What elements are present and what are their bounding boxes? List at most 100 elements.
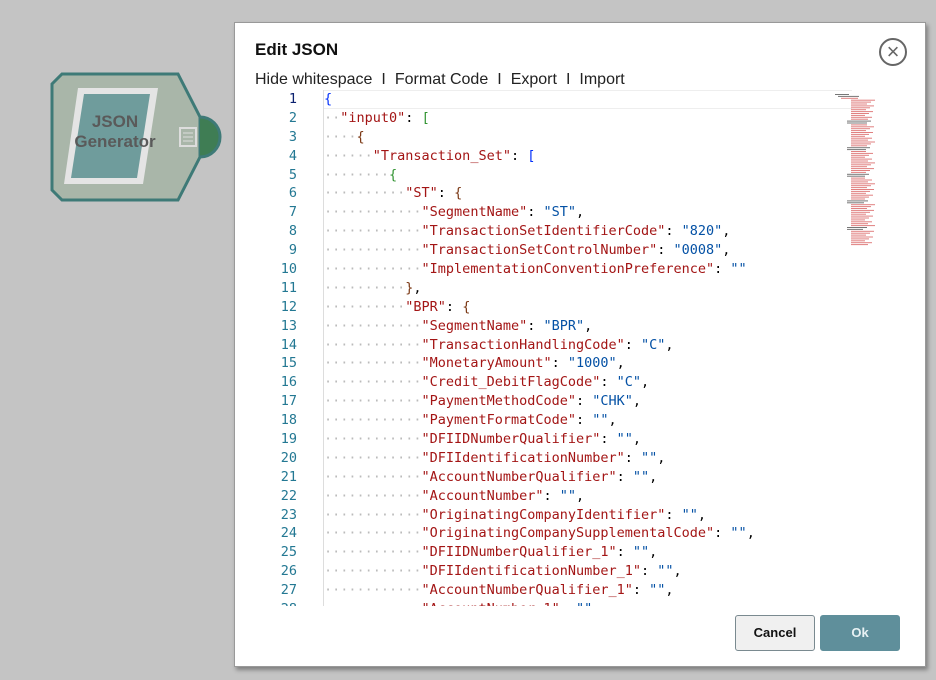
code-line[interactable]: ············"TransactionSetIdentifierCod… bbox=[324, 222, 852, 241]
code-line[interactable]: ········{ bbox=[324, 166, 852, 185]
code-line[interactable]: ······"Transaction_Set": [ bbox=[324, 147, 852, 166]
code-line[interactable]: ············"ImplementationConventionPre… bbox=[324, 260, 852, 279]
minimap-line bbox=[847, 122, 867, 124]
code-line[interactable]: ············"AccountNumberQualifier_1": … bbox=[324, 581, 852, 600]
json-punctuation: , bbox=[576, 487, 585, 504]
line-number: 1 bbox=[288, 91, 297, 107]
cancel-button[interactable]: Cancel bbox=[735, 615, 815, 651]
json-string: "" bbox=[592, 412, 609, 429]
code-line[interactable]: ············"OriginatingCompanyIdentifie… bbox=[324, 506, 852, 525]
hide-whitespace-link[interactable]: Hide whitespace bbox=[255, 71, 373, 88]
line-number: 12 bbox=[280, 298, 297, 315]
minimap[interactable] bbox=[829, 90, 885, 250]
code-line[interactable]: ············"TransactionHandlingCode": "… bbox=[324, 336, 852, 355]
json-punctuation: , bbox=[649, 544, 658, 561]
format-code-link[interactable]: Format Code bbox=[394, 71, 489, 88]
whitespace-marker: ········ bbox=[324, 166, 390, 183]
line-number: 26 bbox=[280, 563, 297, 580]
code-line[interactable]: ············"PaymentFormatCode": "", bbox=[324, 411, 852, 430]
json-punctuation: , bbox=[632, 431, 642, 448]
whitespace-marker: ······ bbox=[324, 147, 373, 164]
json-punctuation: : bbox=[560, 601, 576, 606]
whitespace-marker: ·········· bbox=[324, 279, 406, 296]
minimap-line bbox=[851, 211, 870, 213]
export-link[interactable]: Export bbox=[510, 71, 557, 88]
code-line[interactable]: ············"AccountNumberQualifier": ""… bbox=[324, 468, 852, 487]
line-number: 24 bbox=[280, 525, 297, 542]
close-icon[interactable]: × bbox=[879, 38, 907, 66]
minimap-line bbox=[847, 202, 864, 204]
code-line[interactable]: ············"DFIIDNumberQualifier": "", bbox=[324, 430, 852, 449]
code-line[interactable]: ············"PaymentMethodCode": "CHK", bbox=[324, 392, 852, 411]
json-punctuation: , bbox=[641, 374, 650, 391]
minimap-line bbox=[851, 190, 870, 192]
minimap-line bbox=[847, 149, 866, 151]
json-key: "BPR" bbox=[405, 298, 446, 315]
code-line[interactable]: ··········"ST": { bbox=[324, 184, 852, 203]
code-line[interactable]: ··········"BPR": { bbox=[324, 298, 852, 317]
import-link[interactable]: Import bbox=[579, 71, 625, 88]
minimap-line bbox=[851, 132, 873, 133]
line-number: 28 bbox=[255, 600, 317, 606]
json-punctuation: , bbox=[608, 412, 617, 429]
minimap-line bbox=[851, 215, 873, 217]
line-number: 21 bbox=[280, 468, 297, 485]
json-punctuation: { bbox=[389, 166, 398, 183]
json-punctuation: { bbox=[356, 128, 365, 145]
whitespace-marker: ············ bbox=[324, 317, 422, 334]
json-string: "CHK" bbox=[592, 393, 633, 410]
json-generator-snap[interactable] bbox=[50, 72, 225, 202]
json-key: "DFIIdentificationNumber" bbox=[421, 449, 625, 466]
json-punctuation: : bbox=[714, 525, 731, 542]
json-punctuation: : bbox=[575, 393, 593, 410]
minimap-line bbox=[851, 208, 867, 209]
code-line[interactable]: ····{ bbox=[324, 128, 852, 147]
json-punctuation: : bbox=[510, 147, 528, 164]
code-line[interactable]: ············"SegmentName": "ST", bbox=[324, 203, 852, 222]
minimap-line bbox=[851, 145, 867, 147]
snap-label-line1: JSON bbox=[91, 112, 139, 131]
line-number: 16 bbox=[280, 374, 297, 391]
code-line[interactable]: ············"DFIIDNumberQualifier_1": ""… bbox=[324, 543, 852, 562]
code-line[interactable]: ············"OriginatingCompanySupplemen… bbox=[324, 524, 852, 543]
code-line[interactable]: ············"DFIIdentificationNumber_1":… bbox=[324, 562, 852, 581]
code-line[interactable]: { bbox=[324, 90, 852, 109]
json-punctuation: , bbox=[673, 563, 682, 580]
minimap-line bbox=[851, 151, 866, 152]
minimap-line bbox=[851, 128, 870, 130]
json-punctuation: , bbox=[616, 355, 625, 372]
code-line[interactable]: ··········}, bbox=[324, 279, 852, 298]
line-number: 2 bbox=[288, 109, 297, 126]
json-punctuation: : bbox=[616, 544, 633, 561]
code-line[interactable]: ··"input0": [ bbox=[324, 109, 852, 128]
code-line[interactable]: ············"TransactionSetControlNumber… bbox=[324, 241, 852, 260]
code-line[interactable]: ············"AccountNumber_1": "", bbox=[324, 600, 852, 606]
minimap-line bbox=[851, 183, 875, 185]
json-string: "" bbox=[641, 449, 658, 466]
json-punctuation: : bbox=[632, 582, 650, 599]
json-punctuation: : bbox=[575, 412, 593, 429]
minimap-line bbox=[851, 158, 872, 160]
code-area[interactable]: {··"input0": [····{······"Transaction_Se… bbox=[323, 90, 852, 606]
json-punctuation: : bbox=[657, 242, 674, 259]
json-punctuation: , bbox=[665, 336, 674, 353]
minimap-line bbox=[851, 217, 869, 219]
json-key: "PaymentMethodCode" bbox=[421, 393, 576, 410]
json-key: "OriginatingCompanyIdentifier" bbox=[421, 506, 666, 523]
code-line[interactable]: ············"Credit_DebitFlagCode": "C", bbox=[324, 373, 852, 392]
code-line[interactable]: ············"AccountNumber": "", bbox=[324, 487, 852, 506]
code-line[interactable]: ············"DFIIdentificationNumber": "… bbox=[324, 449, 852, 468]
minimap-line bbox=[847, 228, 863, 230]
code-line[interactable]: ············"MonetaryAmount": "1000", bbox=[324, 354, 852, 373]
minimap-line bbox=[851, 113, 869, 114]
ok-button[interactable]: Ok bbox=[820, 615, 900, 651]
whitespace-marker: ············ bbox=[324, 582, 422, 599]
whitespace-marker: ·········· bbox=[324, 298, 406, 315]
json-punctuation: , bbox=[665, 582, 674, 599]
code-line[interactable]: ············"SegmentName": "BPR", bbox=[324, 317, 852, 336]
json-punctuation: { bbox=[324, 91, 333, 107]
line-number: 27 bbox=[280, 582, 297, 599]
minimap-line bbox=[851, 109, 866, 111]
